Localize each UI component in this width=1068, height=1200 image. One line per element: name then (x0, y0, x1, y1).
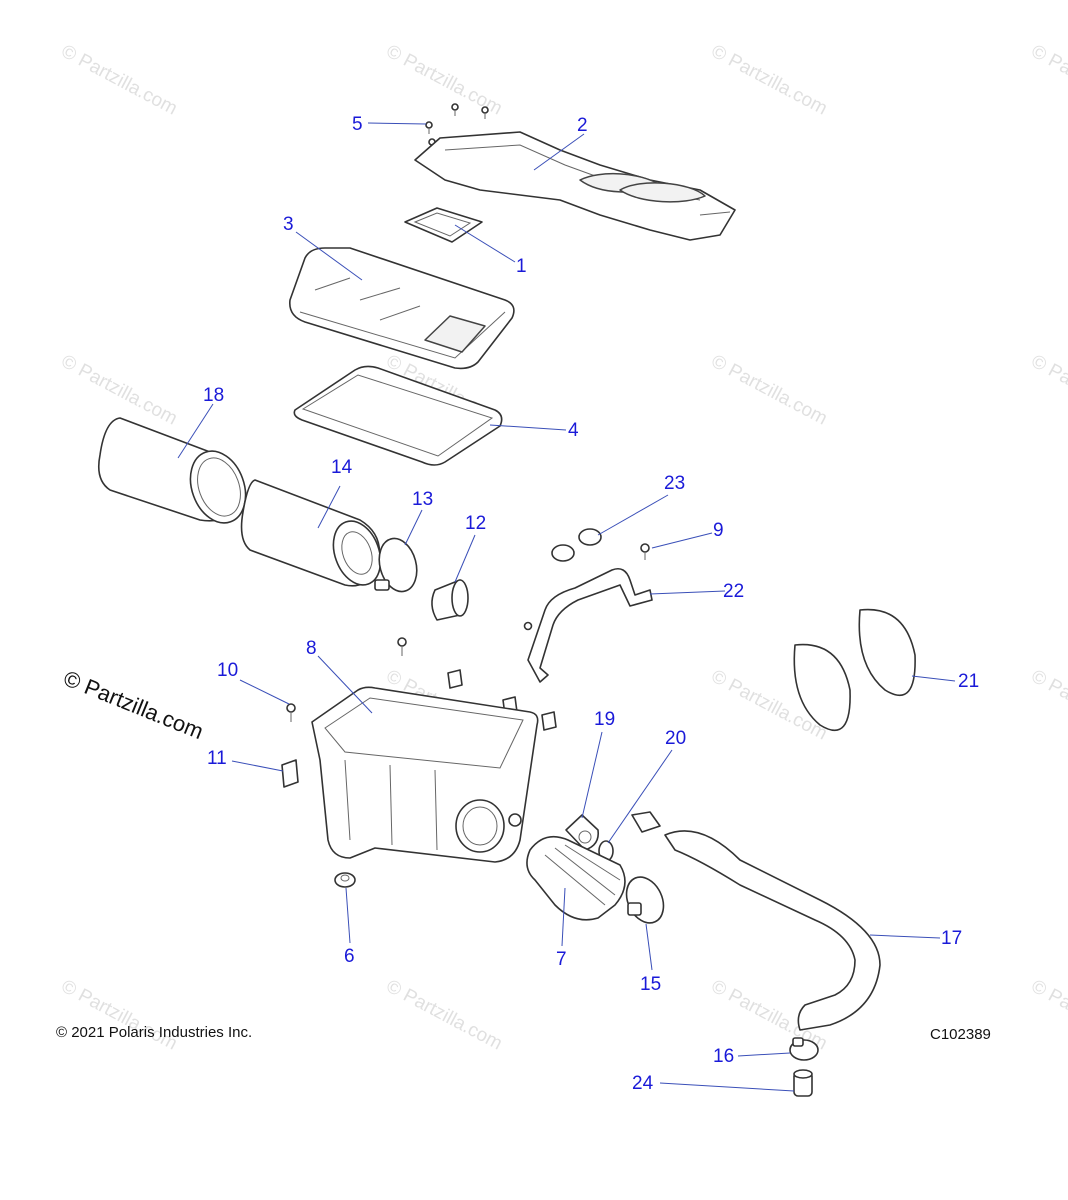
part-17-hose[interactable] (664, 830, 881, 1031)
callout-12[interactable]: 12 (465, 513, 486, 534)
callout-16[interactable]: 16 (713, 1046, 734, 1067)
callout-7[interactable]: 7 (556, 949, 567, 970)
callout-21[interactable]: 21 (958, 671, 979, 692)
leader-lines (177, 122, 956, 1092)
part-1-gasket[interactable] (404, 207, 483, 243)
watermark: © Partzilla.com (708, 41, 831, 120)
part-4-seal[interactable] (293, 365, 503, 466)
callout-3[interactable]: 3 (283, 214, 294, 235)
callout-2[interactable]: 2 (577, 115, 588, 136)
callout-6[interactable]: 6 (344, 946, 355, 967)
callout-15[interactable]: 15 (640, 974, 661, 995)
part-7-intake-boot[interactable] (526, 835, 626, 921)
copyright-notice: © 2021 Polaris Industries Inc. (56, 1024, 253, 1041)
watermark: © Partzilla.com (1028, 351, 1068, 430)
watermark: © Partzilla.com (58, 41, 181, 120)
part-16-hose-clamp[interactable] (789, 1037, 819, 1061)
airbox-top-screw[interactable] (397, 637, 407, 656)
callout-4[interactable]: 4 (568, 420, 579, 441)
callout-5[interactable]: 5 (352, 114, 363, 135)
part-3-airbox-cover[interactable] (288, 247, 515, 370)
part-24-plug[interactable] (793, 1069, 813, 1097)
watermark: © Partzilla.com (708, 351, 831, 430)
part-14-air-filter[interactable] (240, 479, 389, 592)
callout-labels: 1 2 3 4 5 6 7 8 9 10 11 12 13 14 15 16 1… (203, 114, 979, 1094)
callout-1[interactable]: 1 (516, 256, 527, 277)
callout-11[interactable]: 11 (207, 748, 227, 769)
callout-23[interactable]: 23 (664, 473, 685, 494)
part-22-bracket[interactable] (523, 567, 653, 683)
part-18-prefilter[interactable] (97, 417, 255, 531)
watermark-prominent: © Partzilla.com (60, 665, 207, 744)
part-5-screws[interactable] (425, 103, 489, 151)
callout-9[interactable]: 9 (713, 520, 724, 541)
part-23-caps[interactable] (551, 528, 602, 562)
part-11-clip[interactable] (281, 759, 299, 788)
watermark: © Partzilla.com (1028, 976, 1068, 1055)
part-12-coupler[interactable] (431, 579, 469, 621)
callout-22[interactable]: 22 (723, 581, 744, 602)
hose-fitting[interactable] (631, 811, 661, 833)
callout-20[interactable]: 20 (665, 728, 686, 749)
part-15-clamp[interactable] (619, 871, 670, 929)
part-21-gaskets[interactable] (793, 608, 916, 731)
watermark: © Partzilla.com (383, 976, 506, 1055)
callout-24[interactable]: 24 (632, 1073, 654, 1094)
callout-19[interactable]: 19 (594, 709, 615, 730)
part-8-airbox-housing[interactable] (311, 686, 539, 863)
part-10-screw[interactable] (286, 703, 296, 722)
watermark: © Partzilla.com (58, 976, 181, 1055)
callout-8[interactable]: 8 (306, 638, 317, 659)
callout-14[interactable]: 14 (331, 457, 353, 478)
callout-18[interactable]: 18 (203, 385, 224, 406)
watermark: © Partzilla.com (1028, 666, 1068, 745)
drawing-number: C102389 (930, 1026, 991, 1043)
callout-13[interactable]: 13 (412, 489, 433, 510)
callout-10[interactable]: 10 (217, 660, 238, 681)
callout-17[interactable]: 17 (941, 928, 962, 949)
part-9-bolt[interactable] (640, 543, 650, 560)
part-6-grommet[interactable] (334, 872, 356, 888)
part-2-intake-duct[interactable] (414, 131, 736, 241)
watermark: © Partzilla.com (1028, 41, 1068, 120)
part-13-clamp[interactable] (374, 534, 423, 595)
